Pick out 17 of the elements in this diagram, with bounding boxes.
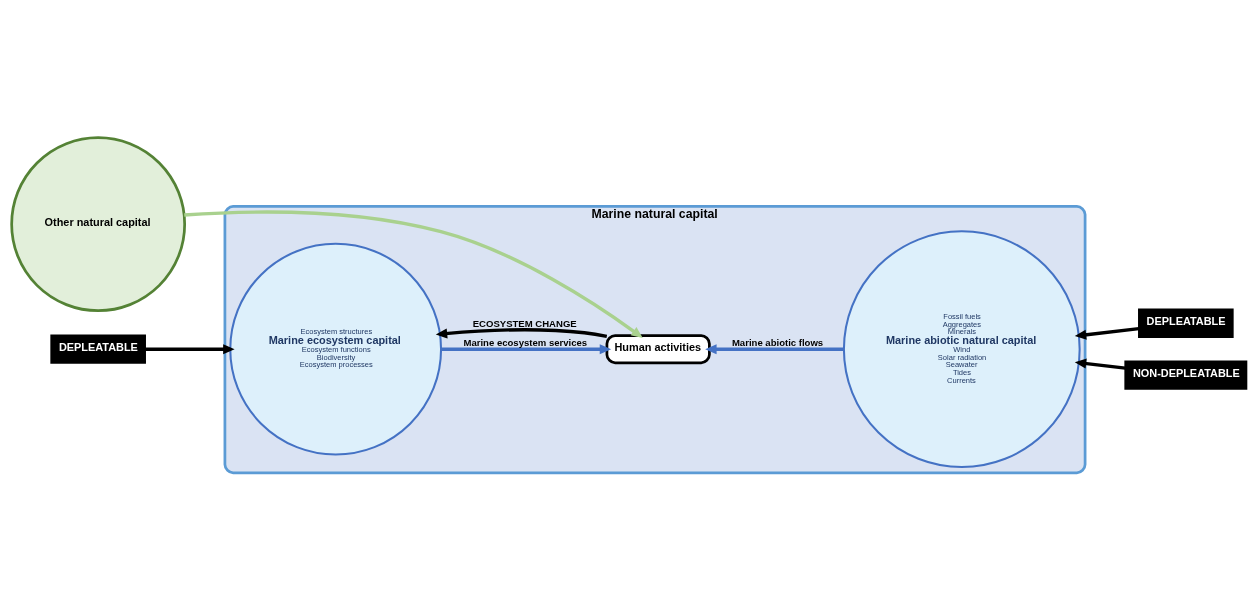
edge-label: Marine abiotic flows: [731, 336, 824, 348]
edge-label: Marine ecosystem services: [463, 336, 588, 348]
node-box: DEPLEATABLE: [50, 334, 146, 364]
edge-label: ECOSYSTEM CHANGE: [472, 317, 577, 329]
arrow: [1074, 358, 1126, 370]
arrow: [435, 328, 608, 339]
arrow: [184, 210, 643, 338]
arrow: [1074, 326, 1140, 340]
node-circle: Other natural capital: [10, 136, 187, 313]
arrow: [441, 344, 612, 355]
node-box: NON-DEPLEATABLE: [1124, 360, 1248, 390]
arrow: [705, 344, 844, 355]
node-circle: Ecosystem structures Marine ecosystem capital Ecosystem functions Biodiversity Ecosystem processes: [229, 242, 443, 456]
node-circle: Fossil fuels Aggregates Minerals Marine abiotic natural capital Wind Solar radiation Seawater Tides Currents: [842, 230, 1081, 469]
arrow: [145, 344, 235, 355]
node-box: Human activities: [605, 334, 711, 365]
node-box: DEPLEATABLE: [1138, 308, 1234, 338]
